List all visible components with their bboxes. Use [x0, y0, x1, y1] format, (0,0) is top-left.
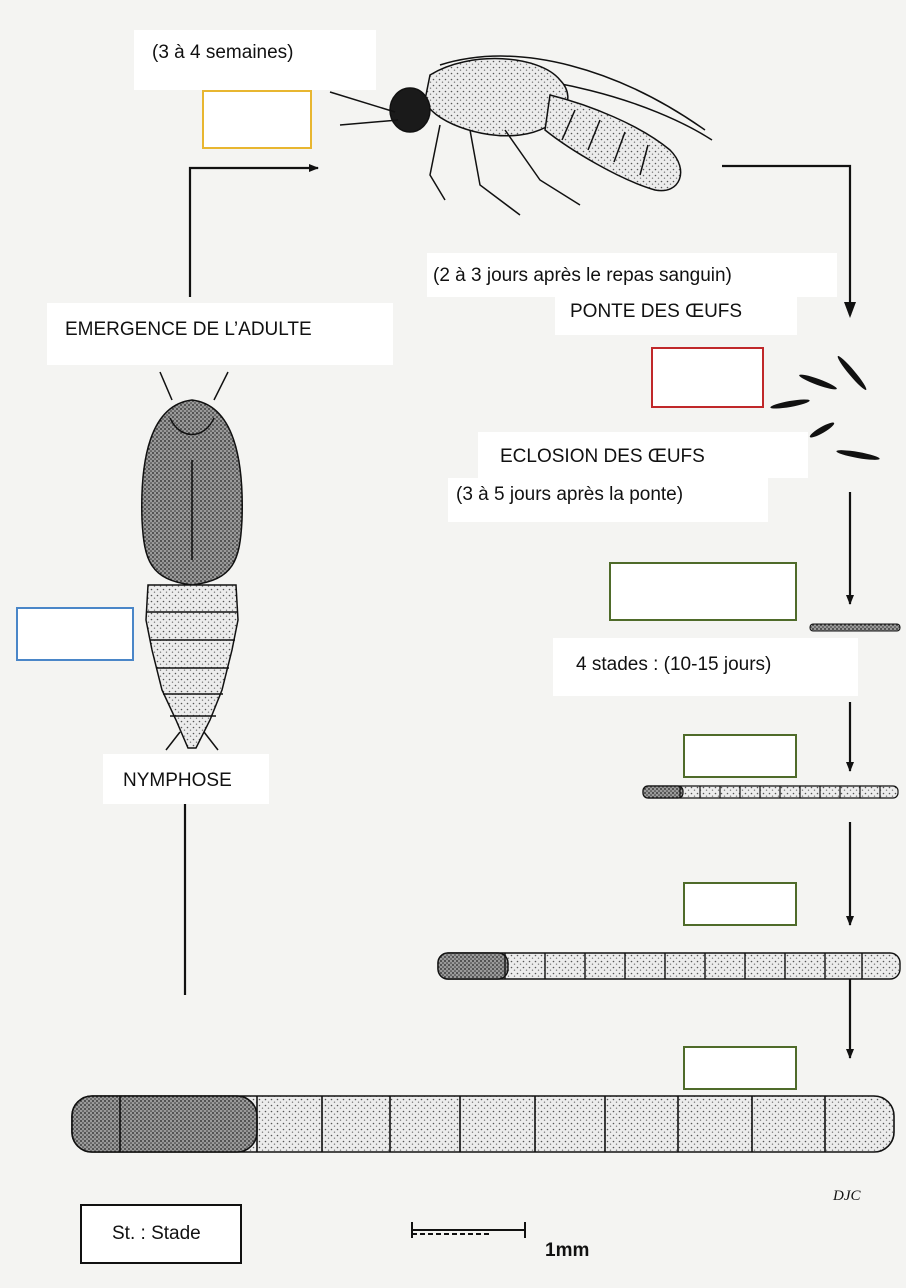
nymphose-label: NYMPHOSE — [103, 754, 269, 804]
scale-label: 1mm — [545, 1240, 589, 1262]
eclosion-timing-label: (3 à 5 jours après la ponte) — [448, 478, 768, 522]
adult-duration-label: (3 à 4 semaines) — [134, 30, 376, 90]
signature: DJC — [833, 1188, 861, 1205]
larval-stages-label: 4 stades : (10-15 jours) — [553, 638, 858, 696]
larva-3-answer-box[interactable] — [683, 882, 797, 926]
eggs-answer-box[interactable] — [651, 347, 764, 408]
scale-bar — [412, 1222, 525, 1238]
emergence-label: EMERGENCE DE L’ADULTE — [47, 303, 393, 365]
pupa-drawing — [142, 372, 242, 750]
arrow-emergence-to-adult — [190, 168, 318, 297]
ponte-timing-label: (2 à 3 jours après le repas sanguin) — [427, 253, 837, 297]
adult-mosquito-drawing — [330, 56, 712, 215]
larva-1-answer-box[interactable] — [609, 562, 797, 621]
larva-4-answer-box[interactable] — [683, 1046, 797, 1090]
larva-stage-3-drawing — [438, 953, 900, 979]
larva-stage-4-drawing — [72, 1096, 894, 1152]
larva-stage-1-drawing — [810, 624, 900, 631]
eclosion-label: ECLOSION DES ŒUFS — [478, 432, 808, 478]
larva-stage-2-drawing — [643, 786, 898, 798]
pupa-answer-box[interactable] — [16, 607, 134, 661]
ponte-label: PONTE DES ŒUFS — [555, 297, 797, 335]
adult-answer-box[interactable] — [202, 90, 312, 149]
legend-box: St. : Stade — [80, 1204, 242, 1264]
larva-2-answer-box[interactable] — [683, 734, 797, 778]
